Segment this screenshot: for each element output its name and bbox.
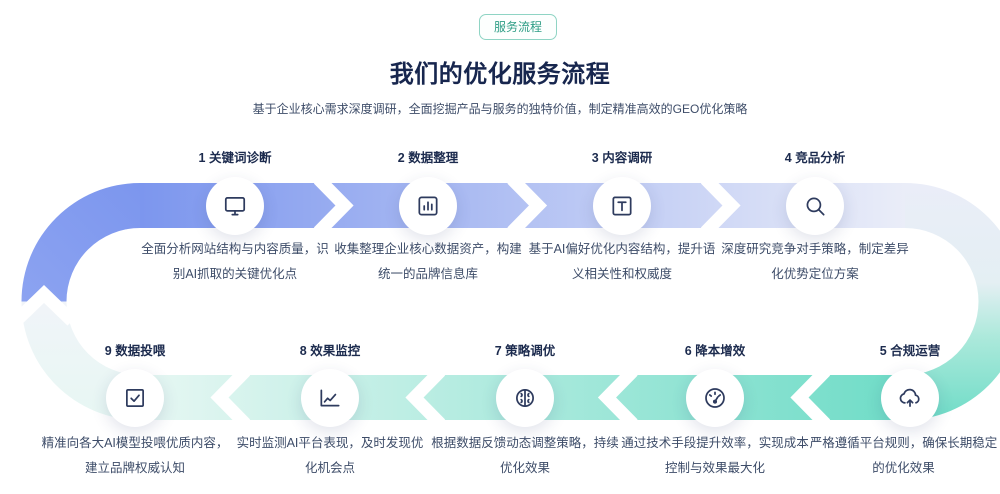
step-description: 收集整理企业核心数据资产，构建统一的品牌信息库 (334, 242, 522, 281)
step-number: 6 (684, 344, 692, 358)
gauge-icon (705, 387, 725, 408)
arrow-left-icon (790, 366, 831, 429)
step-number: 8 (299, 344, 307, 358)
step-title: 1 关键词诊断 (199, 147, 272, 166)
step-number: 3 (591, 151, 599, 165)
arrow-left-icon (210, 366, 251, 429)
step-number: 9 (104, 344, 112, 358)
step-number: 1 (198, 151, 206, 165)
step-title: 9 数据投喂 (105, 340, 165, 359)
step-circle (399, 176, 457, 235)
line-chart-icon (320, 389, 340, 406)
step-label-text: 策略调优 (505, 344, 556, 358)
step-title: 4 竞品分析 (785, 147, 845, 166)
step-label-text: 内容调研 (602, 151, 653, 165)
text-icon (612, 195, 632, 216)
step-description: 深度研究竞争对手策略，制定差异化优势定位方案 (721, 242, 909, 281)
step-circle (206, 176, 264, 235)
step-label-text: 关键词诊断 (208, 151, 272, 165)
step-title: 8 效果监控 (300, 340, 360, 359)
step-number: 7 (494, 344, 502, 358)
step-number: 5 (879, 344, 887, 358)
step-description: 全面分析网站结构与内容质量，识别AI抓取的关键优化点 (141, 242, 329, 281)
step-title: 6 降本增效 (685, 340, 745, 359)
monitor-icon (224, 196, 246, 216)
step-title: 2 数据整理 (398, 147, 458, 166)
step-description: 基于AI偏好优化内容结构，提升语义相关性和权威度 (528, 242, 716, 281)
step-circle (301, 368, 359, 427)
step-circle (686, 368, 744, 427)
search-icon (806, 197, 825, 216)
step-label-text: 数据整理 (408, 151, 459, 165)
step-circle (593, 176, 651, 235)
arrow-left-icon (405, 366, 446, 429)
brain-icon (516, 388, 534, 407)
step-number: 4 (784, 151, 792, 165)
step-circle (786, 176, 844, 235)
page-subtitle: 基于企业核心需求深度调研，全面挖掘产品与服务的独特价值，制定精准高效的GEO优化… (252, 102, 748, 116)
step-label-text: 合规运营 (890, 344, 941, 358)
page-title: 我们的优化服务流程 (389, 61, 611, 88)
step-circle (496, 368, 554, 427)
cloud-upload-icon (899, 388, 920, 407)
arrow-right-icon (507, 174, 548, 237)
step-title: 3 内容调研 (592, 147, 652, 166)
step-circle (106, 368, 164, 427)
arrow-left-icon (597, 366, 638, 429)
arrow-up-icon (11, 284, 77, 326)
step-label-text: 效果监控 (310, 344, 361, 358)
step-description: 根据数据反馈动态调整策略，持续优化效果 (431, 436, 619, 475)
step-description: 通过技术手段提升效率，实现成本控制与效果最大化 (621, 436, 809, 475)
right-curve (905, 183, 1000, 420)
step-circle (881, 368, 939, 427)
step-number: 2 (397, 151, 405, 165)
step-label-text: 降本增效 (695, 344, 746, 358)
step-description: 精准向各大AI模型投喂优质内容，建立品牌权威认知 (41, 436, 229, 475)
bar-chart-icon (418, 195, 438, 216)
left-curve-upper (21, 183, 140, 302)
step-description: 严格遵循平台规则，确保长期稳定的优化效果 (809, 436, 998, 475)
step-title: 5 合规运营 (880, 340, 940, 359)
step-label-text: 数据投喂 (115, 344, 166, 358)
arrow-right-icon (313, 174, 354, 237)
section-badge: 服务流程 (478, 14, 558, 40)
step-title: 7 策略调优 (495, 340, 555, 359)
step-label-text: 竞品分析 (795, 151, 846, 165)
flow-arrow-chevrons (11, 174, 831, 429)
step-description: 实时监测AI平台表现，及时发现优化机会点 (236, 436, 424, 475)
checkbox-icon (126, 388, 144, 407)
arrow-right-icon (700, 174, 741, 237)
